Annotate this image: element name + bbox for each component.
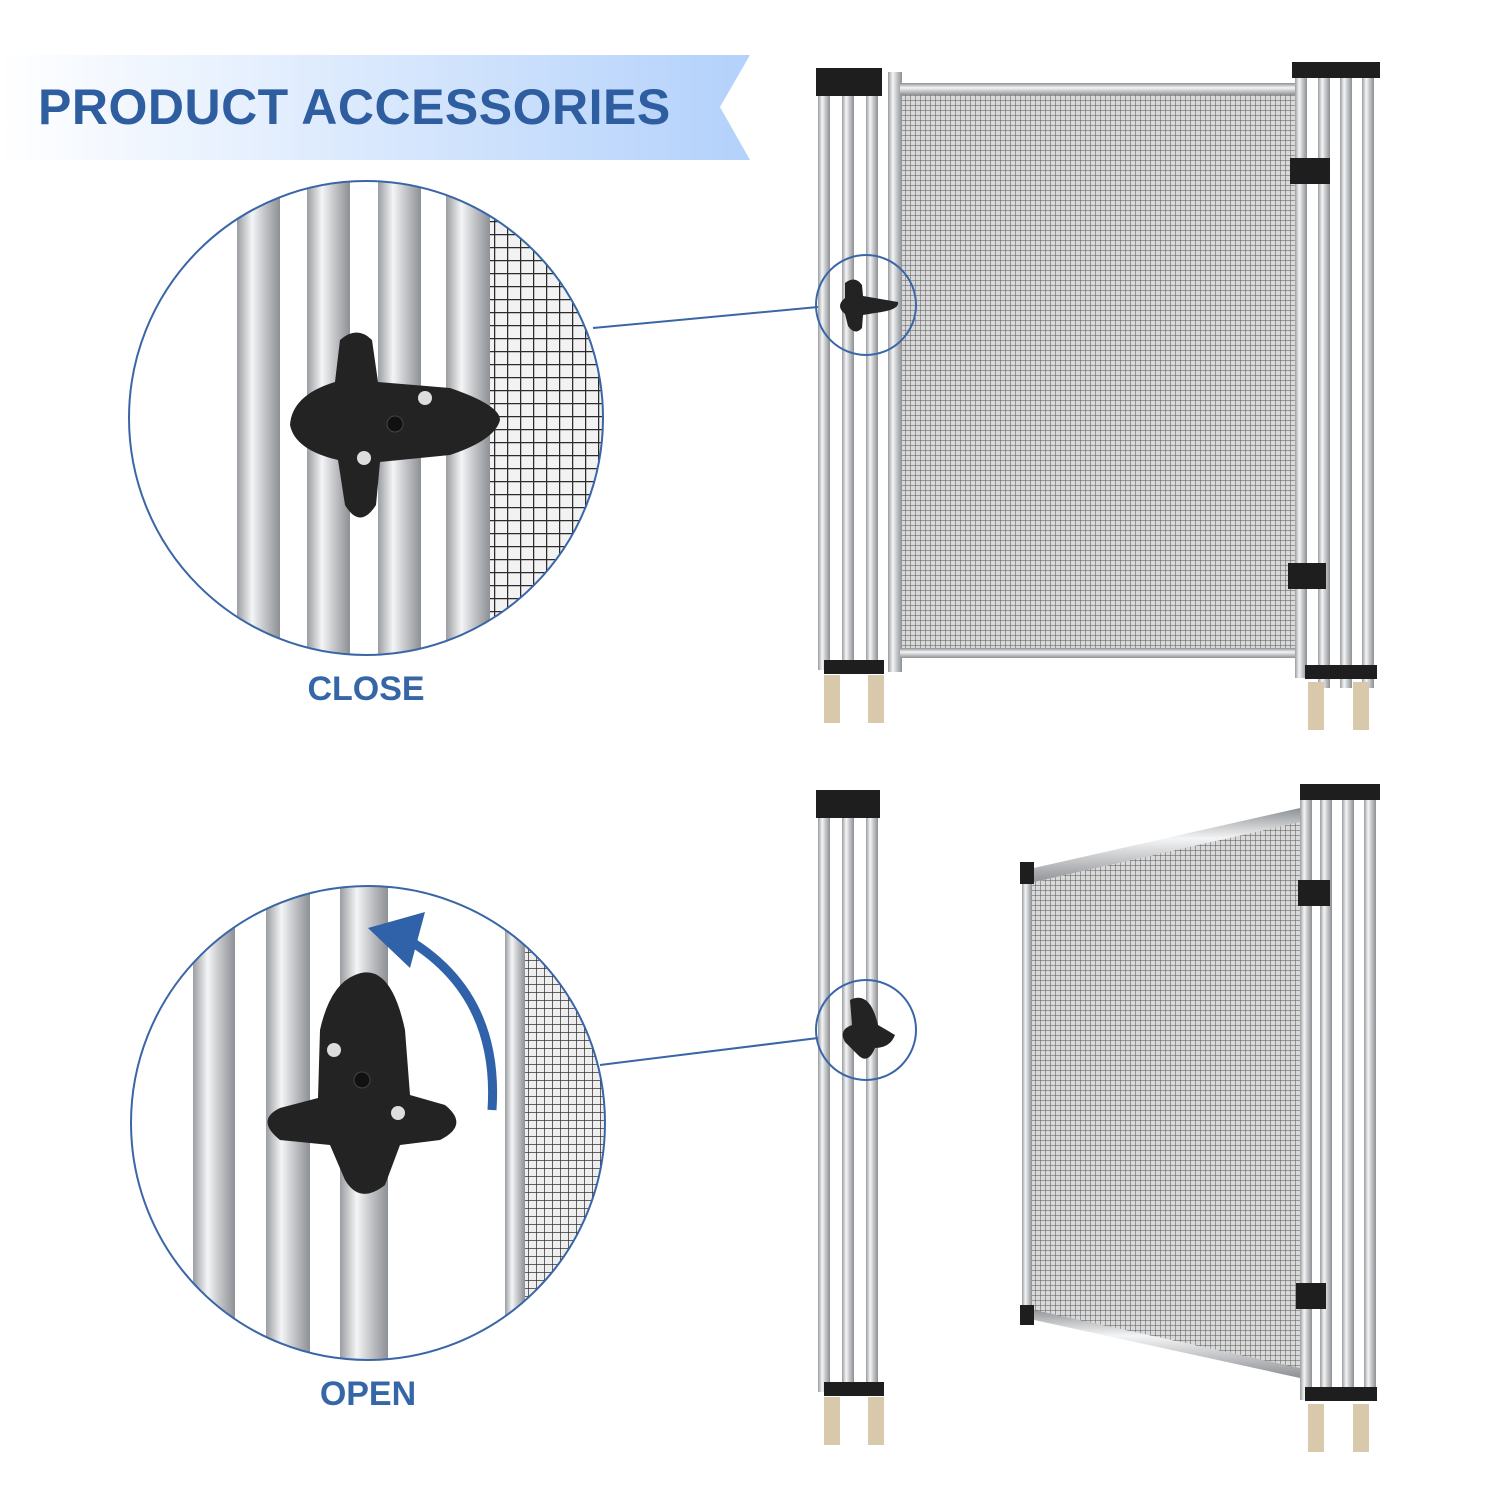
- title-banner: [0, 55, 750, 160]
- rotate-arrow-icon: [397, 931, 498, 1111]
- close-label: CLOSE: [307, 670, 425, 708]
- gate-closed: [816, 62, 1380, 730]
- open-label: OPEN: [319, 1375, 417, 1413]
- gate-open: [816, 784, 1380, 1452]
- page-title: PRODUCT ACCESSORIES: [38, 79, 671, 135]
- close-detail-zoom: [129, 181, 603, 655]
- open-detail-zoom: [131, 886, 605, 1360]
